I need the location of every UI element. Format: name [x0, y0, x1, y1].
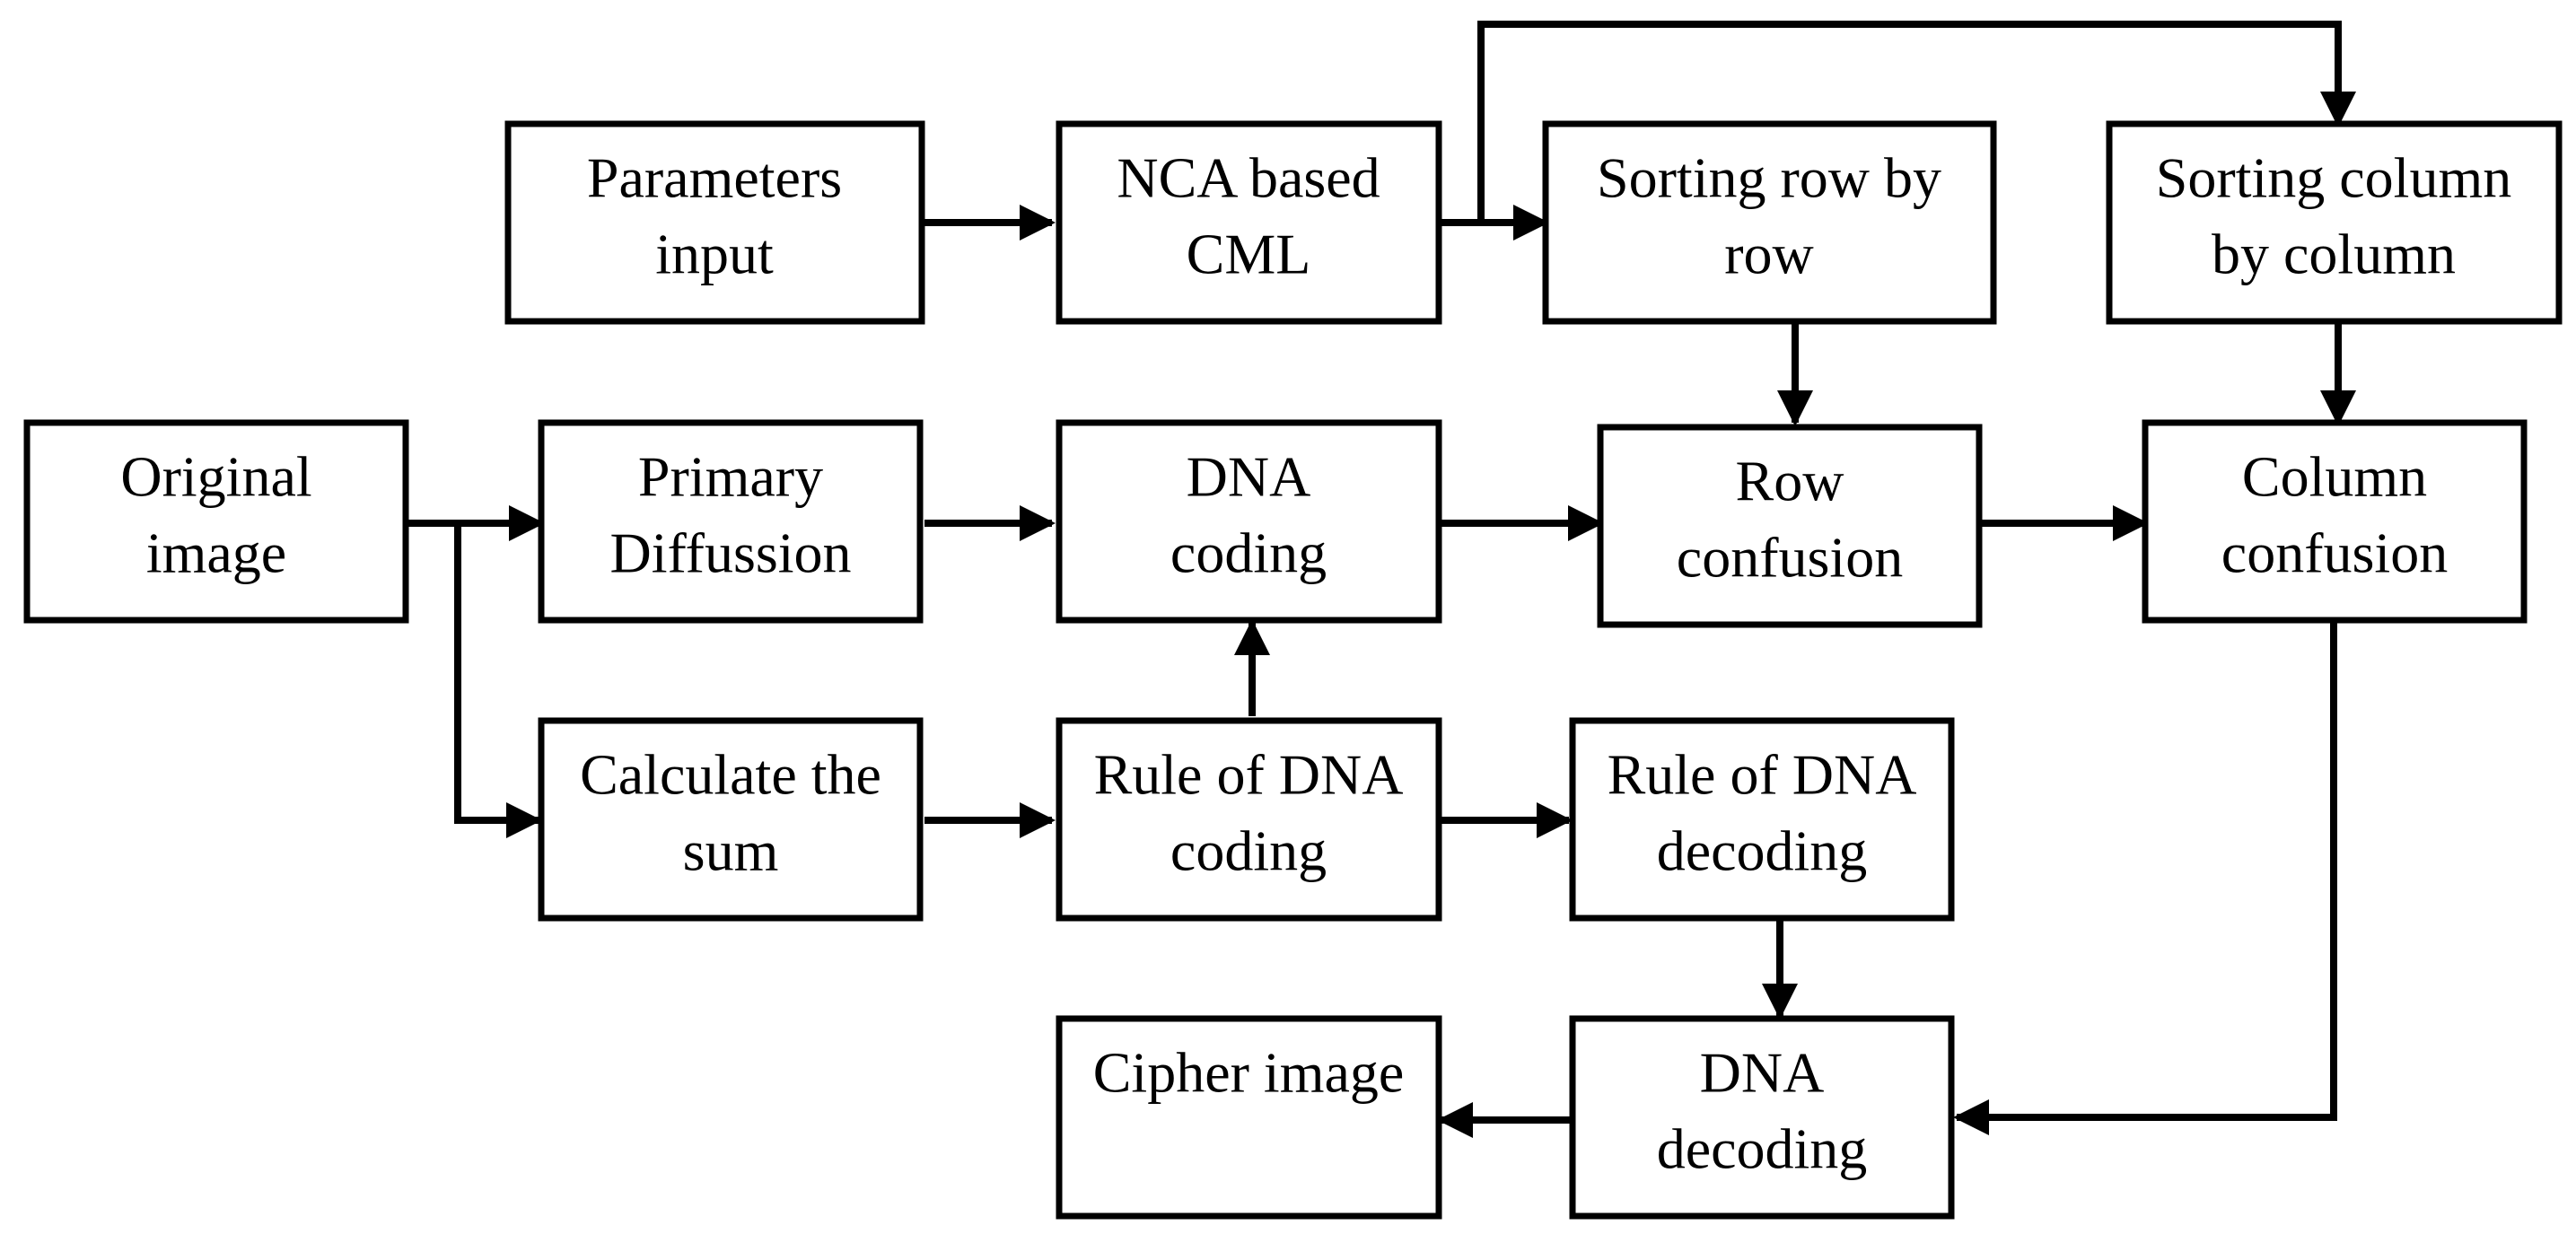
- node-cipher-image: Cipher image: [1056, 1015, 1442, 1220]
- node-primary-diffusion-line-1: Primary: [638, 445, 823, 509]
- node-column-confusion-line-1: Column: [2242, 445, 2427, 509]
- node-rule-dna-decoding-line-2: decoding: [1657, 819, 1868, 883]
- node-nca-based-cml: NCA based CML: [1056, 120, 1442, 325]
- node-rule-dna-decoding: Rule of DNA decoding: [1569, 717, 1955, 922]
- node-row-confusion-line-1: Row: [1736, 450, 1844, 513]
- node-dna-coding-line-2: coding: [1170, 521, 1327, 585]
- node-primary-diffusion-line-2: Diffussion: [609, 521, 851, 585]
- node-row-confusion: Row confusion: [1597, 424, 1983, 628]
- node-sorting-column: Sorting column by column: [2106, 120, 2563, 325]
- node-sorting-row: Sorting row by row: [1542, 120, 1997, 325]
- node-original-image-line-2: image: [146, 521, 286, 585]
- node-calculate-sum-line-2: sum: [683, 819, 779, 883]
- node-dna-coding-line-1: DNA: [1187, 445, 1311, 509]
- node-rule-dna-coding-line-1: Rule of DNA: [1094, 743, 1404, 807]
- node-dna-decoding-line-1: DNA: [1700, 1041, 1825, 1105]
- node-dna-decoding-line-2: decoding: [1657, 1117, 1868, 1181]
- node-sorting-row-line-2: row: [1724, 223, 1814, 286]
- node-primary-diffusion: Primary Diffussion: [538, 419, 924, 624]
- node-dna-decoding: DNA decoding: [1569, 1015, 1955, 1220]
- node-parameters-input-line-1: Parameters: [587, 146, 842, 210]
- node-calculate-sum: Calculate the sum: [538, 717, 924, 922]
- node-parameters-input: Parameters input: [504, 120, 925, 325]
- edge-original-to-calculate-sum: [454, 523, 542, 838]
- edge-column-confusion-to-dna-decoding: [1953, 623, 2337, 1135]
- node-calculate-sum-line-1: Calculate the: [580, 743, 881, 807]
- node-sorting-column-line-1: Sorting column: [2156, 146, 2511, 210]
- node-nca-based-cml-line-2: CML: [1187, 223, 1311, 286]
- node-dna-coding: DNA coding: [1056, 419, 1442, 624]
- node-nca-based-cml-line-1: NCA based: [1117, 146, 1380, 210]
- node-rule-dna-decoding-line-1: Rule of DNA: [1608, 743, 1917, 807]
- node-rule-dna-coding: Rule of DNA coding: [1056, 717, 1442, 922]
- node-column-confusion-line-2: confusion: [2221, 521, 2448, 585]
- node-sorting-column-line-2: by column: [2212, 223, 2456, 286]
- edge-nca-to-sort-col: [1477, 21, 2356, 223]
- node-sorting-row-line-1: Sorting row by: [1597, 146, 1941, 210]
- node-row-confusion-line-2: confusion: [1677, 526, 1903, 590]
- node-original-image: Original image: [23, 419, 409, 624]
- node-column-confusion: Column confusion: [2142, 419, 2528, 624]
- node-rule-dna-coding-line-2: coding: [1170, 819, 1327, 883]
- node-original-image-line-1: Original: [120, 445, 311, 509]
- node-parameters-input-line-2: input: [655, 223, 774, 286]
- node-cipher-image-line-1: Cipher image: [1093, 1041, 1405, 1105]
